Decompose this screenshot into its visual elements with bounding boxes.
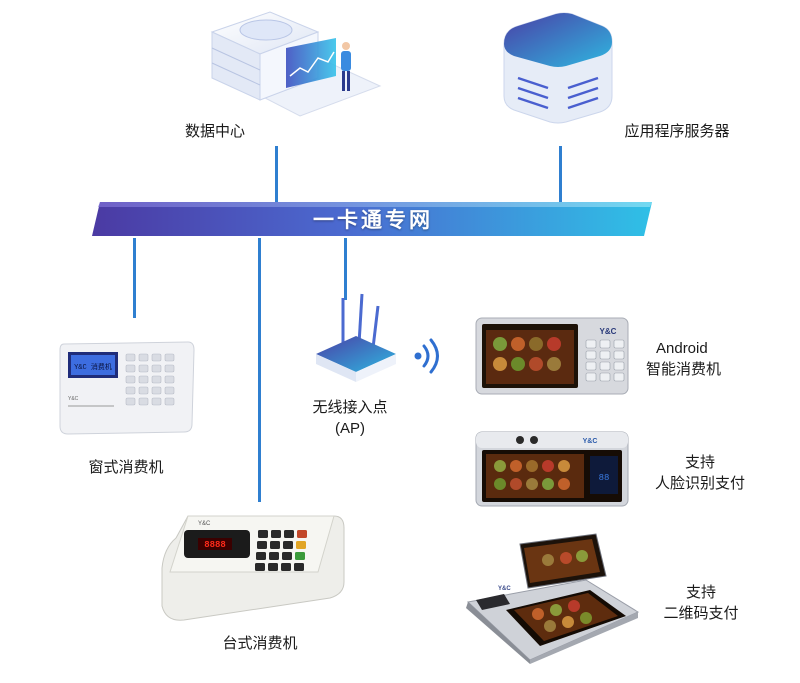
window-lcd-text: Y&C 消费机 — [74, 362, 112, 372]
router-icon — [316, 293, 396, 382]
ap-label: 无线接入点 (AP) — [300, 397, 400, 439]
wireless-ap-illustration — [310, 292, 402, 384]
face-terminal-illustration: Y&C 88 — [474, 430, 630, 508]
data-center-icon — [210, 11, 382, 117]
app-server-illustration — [492, 4, 622, 124]
desk-terminal-label: 台式消费机 — [222, 635, 298, 652]
connector-window-terminal — [133, 238, 136, 318]
qr-label: 支持 二维码支付 — [646, 582, 756, 624]
data-center-illustration — [190, 2, 390, 120]
window-terminal-label: 窗式消费机 — [88, 459, 164, 476]
app-server-label: 应用程序服务器 — [624, 123, 730, 140]
android-label-line1: Android — [656, 340, 708, 357]
face-label-line1: 支持 — [684, 454, 715, 471]
face-terminal-icon: Y&C 88 — [475, 431, 629, 507]
qr-terminal-illustration: Y&C — [462, 530, 640, 664]
data-center-label: 数据中心 — [184, 123, 245, 140]
ap-label-line1: 无线接入点 — [312, 399, 388, 416]
svg-text:88: 88 — [599, 473, 610, 483]
window-brand-text: Y&C — [68, 396, 79, 402]
network-bus: 一卡通专网 — [92, 198, 654, 240]
server-icon — [503, 12, 613, 124]
wifi-signal-icon — [414, 338, 444, 374]
android-label: Android 智能消费机 — [646, 338, 756, 380]
qr-brand-text: Y&C — [498, 586, 511, 592]
desk-brand-text: Y&C — [198, 521, 211, 527]
connector-app-server — [559, 146, 562, 204]
connector-data-center — [275, 146, 278, 204]
android-terminal-icon: Y&C — [475, 317, 629, 395]
bus-label: 一卡通专网 — [313, 209, 433, 232]
connector-ap — [344, 238, 347, 300]
window-terminal-icon: Y&C 消费机 Y&C — [59, 341, 195, 435]
window-terminal-illustration: Y&C 消费机 Y&C — [56, 340, 198, 436]
face-label: 支持 人脸识别支付 — [640, 452, 760, 494]
connector-desk-terminal — [258, 238, 261, 502]
android-brand-text: Y&C — [600, 327, 617, 336]
qr-label-line2: 二维码支付 — [663, 605, 739, 622]
qr-label-line1: 支持 — [685, 584, 716, 601]
svg-text:8888: 8888 — [204, 540, 226, 550]
android-terminal-illustration: Y&C — [474, 316, 630, 396]
android-label-line2: 智能消费机 — [646, 361, 722, 378]
desk-terminal-icon: 8888 Y&C — [161, 515, 345, 621]
face-brand-text: Y&C — [583, 438, 598, 445]
qr-terminal-icon: Y&C — [466, 533, 640, 664]
face-label-line2: 人脸识别支付 — [654, 475, 745, 492]
desk-terminal-illustration: 8888 Y&C — [158, 512, 348, 624]
bus-bar-icon — [92, 202, 652, 236]
ap-label-line2: (AP) — [335, 420, 365, 437]
